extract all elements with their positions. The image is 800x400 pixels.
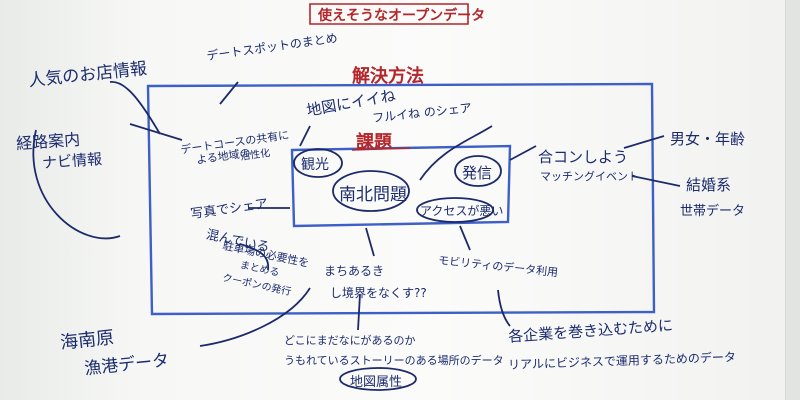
arrow-to-route (129, 123, 183, 141)
north-south-circle (332, 170, 410, 212)
note-north-south: 南北問題 (339, 185, 407, 205)
outer-rectangle (146, 82, 656, 316)
arrow-goukon-left (509, 145, 537, 161)
note-story-1: どこにまだなにがあるのか (284, 334, 416, 347)
arrow-companies (497, 289, 511, 327)
dissemination-circle (454, 155, 502, 187)
arrow-gender (623, 135, 665, 149)
note-tourism: 観光 (301, 157, 329, 173)
problem-underline (351, 147, 411, 151)
note-navi-info: ナビ情報 (41, 149, 103, 173)
note-map-attribute: 地図属性 (350, 375, 403, 390)
note-gender-age: 男女・年齢 (670, 130, 746, 148)
arrow-left-loop (32, 129, 121, 240)
access-circle (416, 197, 494, 223)
arrow-story (357, 293, 361, 331)
arrow-to-spot (219, 81, 239, 105)
map-attribute-circle (339, 367, 417, 391)
problem-heading: 課題 (356, 132, 392, 153)
arrow-map-like (299, 125, 311, 147)
inner-rectangle (290, 144, 512, 228)
note-household-data: 世帯データ (680, 204, 746, 219)
board-title: 使えそうなオープンデータ (318, 8, 486, 24)
arrow-mobility (459, 225, 471, 251)
arrow-right-up (419, 125, 493, 181)
title-box (309, 3, 469, 25)
note-goukon: 合コンしよう (538, 148, 629, 166)
note-marriage: 結婚系 (686, 176, 732, 194)
note-walk-2: し境界をなくす?? (330, 286, 427, 300)
note-walk-1: まちあるき (324, 264, 385, 278)
note-dissemination: 発信 (462, 164, 493, 182)
whiteboard-frame-edge (785, 0, 800, 400)
arrow-to-restaurant (109, 81, 161, 135)
arrow-seaside (199, 287, 311, 347)
arrow-walk (365, 227, 375, 257)
solution-heading: 解決方法 (352, 66, 424, 87)
arrow-marriage (631, 175, 681, 187)
tourism-circle (293, 148, 343, 178)
arrow-crowded (239, 243, 270, 271)
note-access-bad: アクセスが悪い (420, 204, 504, 218)
note-matching-event: マッチングイベント (540, 170, 639, 183)
note-story-2: うもれているストーリーのある場所のデータ (284, 354, 504, 367)
